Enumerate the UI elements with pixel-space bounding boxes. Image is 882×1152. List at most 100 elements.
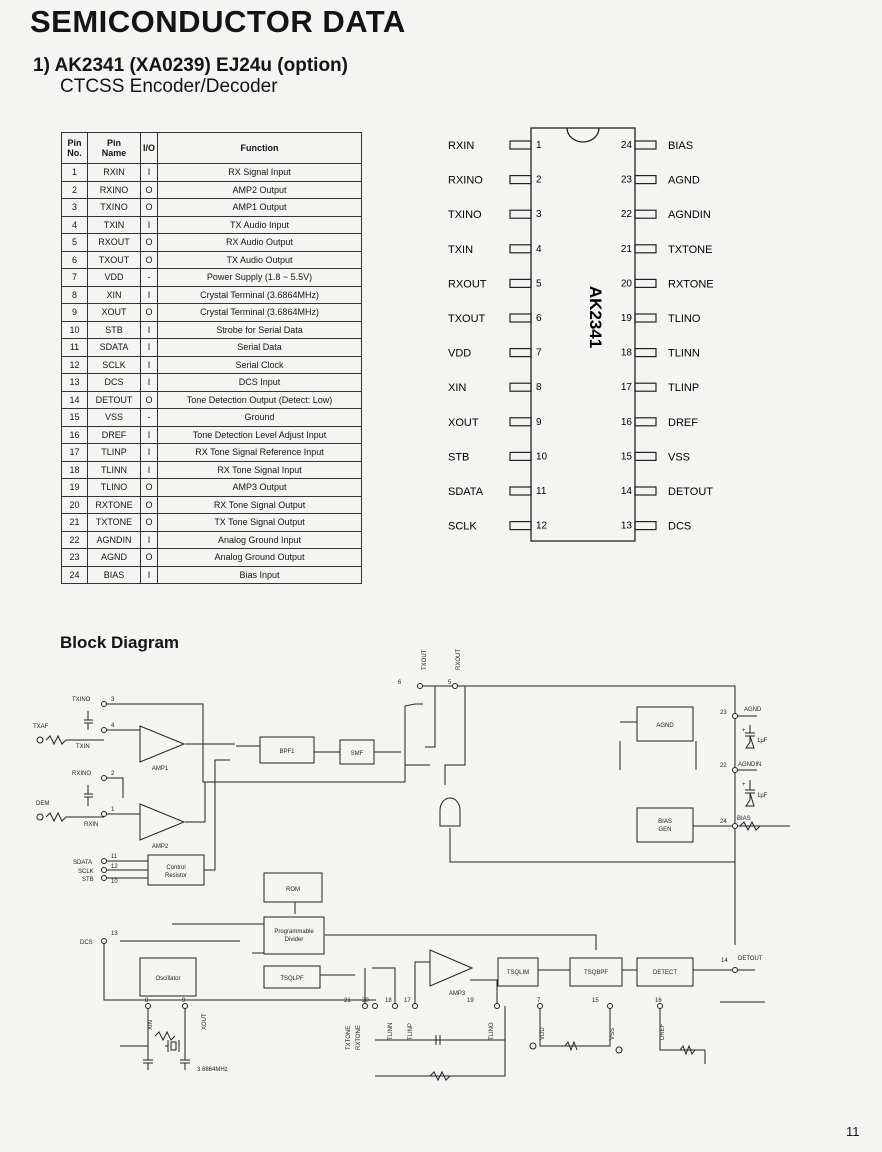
- function-cell: Tone Detection Output (Detect: Low): [157, 390, 363, 409]
- pin-number-8: 8: [145, 998, 149, 1004]
- pin-no-cell: 11: [61, 338, 88, 357]
- pin-no-cell: 22: [61, 530, 88, 549]
- pin-number-3: 3: [111, 697, 115, 703]
- ic-pin-lead: [509, 244, 532, 254]
- header-pin-name: Pin Name: [87, 132, 141, 164]
- ic-pin-number-left: 11: [536, 486, 547, 497]
- pin-no-cell: 14: [61, 390, 88, 409]
- ic-pin-number-right: 13: [621, 521, 633, 532]
- rxino-signal-label: RXINO: [72, 771, 91, 777]
- pin-no-cell: 18: [61, 460, 88, 479]
- io-cell: O: [139, 303, 159, 322]
- ic-pin-number-right: 17: [621, 382, 633, 393]
- tlino-signal-label: TLINO: [489, 1022, 495, 1040]
- function-cell: RX Tone Signal Reference Input: [157, 443, 363, 462]
- io-cell: I: [139, 285, 159, 304]
- pin-name-cell: DREF: [87, 425, 141, 444]
- pin-no-cell: 4: [61, 215, 88, 234]
- ic-pin-lead: [634, 382, 657, 392]
- ic-pin-lead: [509, 486, 532, 496]
- header-function: Function: [157, 132, 363, 164]
- io-cell: I: [139, 163, 159, 182]
- function-cell: AMP1 Output: [157, 198, 363, 217]
- xin-signal-label: XIN: [148, 1020, 154, 1030]
- pin-number-21: 21: [344, 998, 351, 1004]
- function-cell: Power Supply (1.8 ~ 5.5V): [157, 268, 363, 287]
- pin-no-cell: 23: [61, 548, 88, 567]
- prog-divider-label-1: Programmable: [274, 929, 314, 935]
- pin-no-cell: 19: [61, 478, 88, 497]
- ic-pin-lead: [634, 486, 657, 496]
- pin-name-cell: TXOUT: [87, 250, 141, 269]
- ic-pin-number-right: 20: [621, 278, 633, 289]
- ic-pin-lead: [634, 417, 657, 427]
- pin-name-cell: AGND: [87, 548, 141, 567]
- pin-number-4: 4: [111, 723, 115, 729]
- function-cell: TX Tone Signal Output: [157, 513, 363, 532]
- ic-pin-number-right: 24: [621, 140, 633, 151]
- function-cell: AMP2 Output: [157, 180, 363, 199]
- ic-pin-name-right: VSS: [668, 451, 690, 463]
- tsqlpf-label: TSQLPF: [280, 976, 304, 982]
- pin-no-cell: 1: [61, 163, 88, 182]
- dem-signal-label: DEM: [36, 801, 49, 807]
- pin-no-cell: 6: [61, 250, 88, 269]
- ic-pin-name-left: XIN: [448, 382, 466, 394]
- pin-number-15: 15: [592, 998, 599, 1004]
- io-cell: O: [139, 250, 159, 269]
- io-cell: I: [139, 338, 159, 357]
- ic-pin-name-left: SCLK: [448, 521, 477, 533]
- ic-pin-number-left: 4: [536, 244, 542, 255]
- function-cell: RX Tone Signal Output: [157, 495, 363, 514]
- detout-signal-label: DETOUT: [738, 956, 763, 962]
- ic-pin-number-left: 9: [536, 417, 542, 428]
- pin-name-cell: RXINO: [87, 180, 141, 199]
- pin-name-cell: STB: [87, 320, 141, 339]
- sdata-signal-label: SDATA: [73, 860, 92, 866]
- io-cell: -: [139, 268, 159, 287]
- pin-no-cell: 16: [61, 425, 88, 444]
- io-cell: O: [139, 513, 159, 532]
- tlinn-signal-label: TLINN: [388, 1023, 394, 1040]
- function-cell: Strobe for Serial Data: [157, 320, 363, 339]
- ic-pin-lead: [634, 140, 657, 150]
- rxout-signal-label: RXOUT: [456, 649, 462, 670]
- function-cell: Ground: [157, 408, 363, 427]
- ic-pin-name-right: DREF: [668, 417, 698, 429]
- pin-number-9: 9: [182, 998, 186, 1004]
- pin-number-20: 20: [362, 998, 369, 1004]
- ic-pin-number-left: 8: [536, 382, 542, 393]
- tlinp-signal-label: TLINP: [408, 1023, 414, 1040]
- pin-no-cell: 15: [61, 408, 88, 427]
- page-title: SEMICONDUCTOR DATA: [30, 4, 406, 39]
- ic-pin-name-left: RXINO: [448, 175, 483, 187]
- io-cell: O: [139, 180, 159, 199]
- pin-number-19: 19: [467, 998, 474, 1004]
- ic-pin-name-right: TLINO: [668, 313, 701, 325]
- pin-name-cell: XOUT: [87, 303, 141, 322]
- ic-pin-lead: [509, 348, 532, 358]
- pin-number-5: 5: [448, 680, 452, 686]
- pin-name-cell: TLINP: [87, 443, 141, 462]
- pin-number-12: 12: [111, 864, 118, 870]
- function-cell: RX Audio Output: [157, 233, 363, 252]
- cap2-plus-label: +: [742, 782, 746, 788]
- pin-name-cell: TLINN: [87, 460, 141, 479]
- amp3-symbol: [429, 949, 474, 987]
- amp2-symbol: [139, 803, 186, 841]
- detect-label: DETECT: [653, 970, 677, 976]
- io-cell: I: [139, 373, 159, 392]
